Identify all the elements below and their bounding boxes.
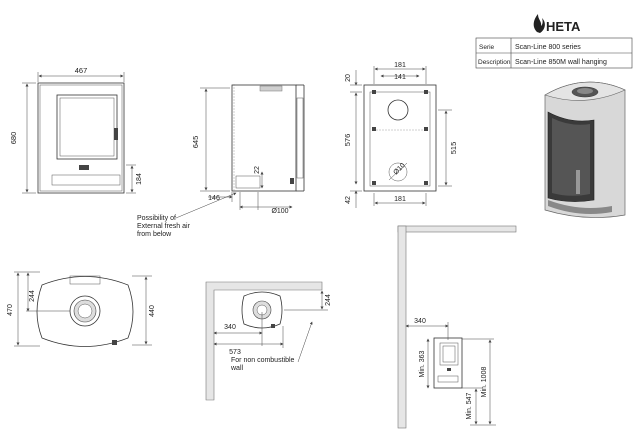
- top-depth-label: 470: [7, 304, 14, 316]
- wall-min-c-label: Min. 1008: [481, 367, 488, 398]
- rear-bottom-width-label: 181: [394, 196, 406, 203]
- wall-side: [397, 225, 407, 429]
- corner-depth-label: 244: [325, 294, 332, 306]
- wall-min-b-label: Min. 547: [466, 392, 473, 419]
- combustible-note-line-2: wall: [230, 365, 244, 372]
- combustible-note-line-1: For non combustible: [231, 357, 295, 364]
- info-row-label-serie: Serie: [479, 44, 495, 51]
- top-center-depth-label: 244: [29, 290, 36, 302]
- front-logo-badge: [79, 165, 89, 170]
- wall-min-a-label: Min. 363: [419, 350, 426, 377]
- wall-offset-label: 340: [414, 318, 426, 325]
- air-note-line-2: External fresh air: [137, 223, 191, 230]
- side-depth-label: 146: [208, 195, 220, 202]
- wall-view: 340 Min. 363 Min. 547 Min. 1008: [397, 225, 517, 429]
- info-row-value-description: Scan-Line 850M wall hanging: [515, 59, 607, 66]
- top-width-label: 440: [149, 305, 156, 317]
- side-inlet-height-label: 22: [254, 166, 261, 174]
- rear-top-width-label: 181: [394, 62, 406, 69]
- rear-top-offset-label: 20: [345, 74, 352, 82]
- rear-height-right-label: 515: [449, 142, 458, 155]
- air-note-line-3: from below: [137, 231, 172, 238]
- rear-flue-outlet: [387, 99, 409, 121]
- flame-icon: [533, 14, 545, 33]
- rear-height-left-label: 576: [343, 134, 352, 147]
- air-note: Possibility of External fresh air from b…: [137, 192, 237, 238]
- front-bottom-height-label: 184: [136, 173, 143, 185]
- heta-logo: HETA: [533, 14, 581, 34]
- corner-view: 340 573 244: [205, 281, 332, 401]
- corner-offset-a-label: 340: [224, 324, 236, 331]
- rear-bottom-offset-label: 42: [345, 196, 352, 204]
- combustible-note: For non combustible wall: [230, 321, 313, 372]
- rear-view: 181 141 20 576 42 515 Ø10 181: [343, 62, 458, 208]
- front-view: 467 680 184: [9, 66, 143, 194]
- front-door-handle: [114, 128, 118, 140]
- corner-wall: [205, 281, 323, 401]
- front-width-label: 467: [75, 66, 88, 75]
- info-table: Serie Scan-Line 800 series Description S…: [475, 37, 633, 69]
- rear-hole-diameter-label: Ø10: [392, 162, 406, 176]
- air-note-line-1: Possibility of: [137, 215, 176, 222]
- top-view: 470 244 440: [7, 271, 156, 347]
- side-view: 645 146 22 Ø100: [191, 84, 305, 215]
- corner-offset-b-label: 573: [229, 349, 241, 356]
- side-height-label: 645: [191, 136, 200, 149]
- info-row-label-description: Description: [478, 59, 511, 66]
- front-height-label: 680: [9, 132, 18, 145]
- stove-3d-view: [544, 81, 626, 218]
- brand-name: HETA: [546, 19, 581, 34]
- side-inlet-diameter-label: Ø100: [271, 208, 288, 215]
- rear-inner-width-label: 141: [394, 74, 406, 81]
- info-row-value-serie: Scan-Line 800 series: [515, 44, 581, 51]
